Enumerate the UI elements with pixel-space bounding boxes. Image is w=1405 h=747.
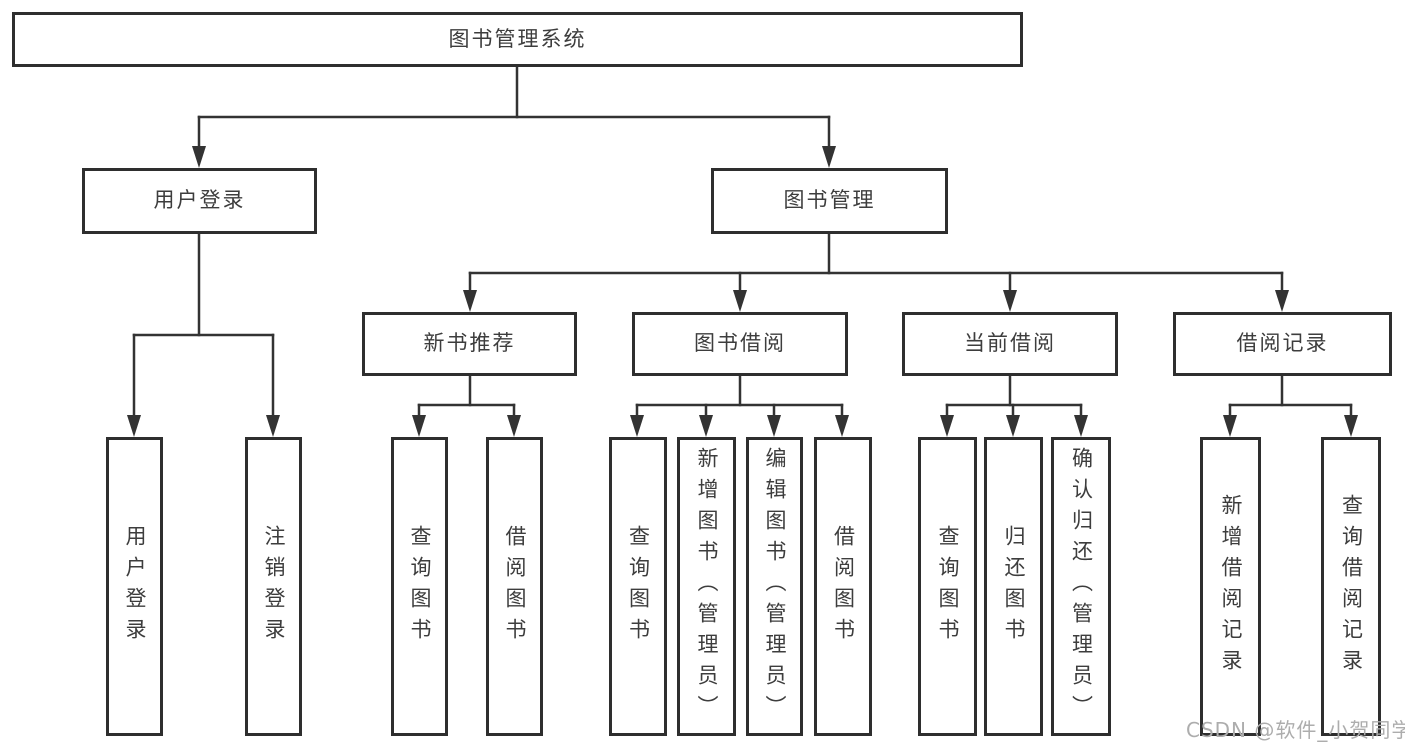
- leaf-borrow-query-books: 查询图书: [609, 437, 667, 736]
- leaf-confirm-return-admin-label: 确认归还（管理员）: [1069, 447, 1094, 726]
- node-user-login: 用户登录: [82, 168, 317, 234]
- leaf-newbook-query-books: 查询图书: [391, 437, 448, 736]
- leaf-return-books: 归还图书: [984, 437, 1043, 736]
- leaf-query-borrow-record-label: 查询借阅记录: [1339, 493, 1364, 680]
- node-borrow-record: 借阅记录: [1173, 312, 1392, 376]
- arrowhead-borrow-leaf1: [630, 415, 644, 437]
- node-user-login-label: 用户登录: [153, 188, 246, 213]
- arrowhead-login-leaf: [127, 415, 141, 437]
- arrowhead-borrow-leaf3: [767, 415, 781, 437]
- arrowhead-borrow: [733, 290, 747, 312]
- leaf-return-books-label: 归还图书: [1002, 524, 1026, 649]
- arrowhead-newbook-leaf2: [507, 415, 521, 437]
- arrowhead-record-leaf2: [1344, 415, 1358, 437]
- node-root-label: 图书管理系统: [448, 26, 587, 51]
- leaf-edit-books-admin: 编辑图书（管理员）: [746, 437, 803, 736]
- node-new-book-rec: 新书推荐: [362, 312, 577, 376]
- node-book-borrow: 图书借阅: [632, 312, 848, 376]
- node-current-borrow: 当前借阅: [902, 312, 1118, 376]
- arrowhead-borrow-leaf2: [699, 415, 713, 437]
- node-borrow-record-label: 借阅记录: [1236, 331, 1329, 356]
- arrowhead-current-leaf1: [940, 415, 954, 437]
- leaf-edit-books-admin-label: 编辑图书（管理员）: [763, 447, 787, 726]
- arrowhead-current-leaf3: [1074, 415, 1088, 437]
- leaf-logout-label: 注销登录: [262, 524, 286, 649]
- arrowhead-current: [1003, 290, 1017, 312]
- leaf-query-borrow-record: 查询借阅记录: [1321, 437, 1381, 736]
- arrowhead-newbook: [463, 290, 477, 312]
- leaf-newbook-borrow-books-label: 借阅图书: [503, 524, 527, 649]
- node-current-borrow-label: 当前借阅: [964, 331, 1056, 356]
- leaf-borrow-books: 借阅图书: [814, 437, 872, 736]
- leaf-borrow-query-books-label: 查询图书: [626, 524, 651, 649]
- leaf-logout: 注销登录: [245, 437, 302, 736]
- leaf-add-books-admin: 新增图书（管理员）: [677, 437, 736, 736]
- leaf-current-query-books: 查询图书: [918, 437, 977, 736]
- leaf-add-borrow-record-label: 新增借阅记录: [1219, 493, 1243, 680]
- node-book-mgmt: 图书管理: [711, 168, 948, 234]
- node-book-mgmt-label: 图书管理: [783, 188, 876, 213]
- arrowhead-logout-leaf: [266, 415, 280, 437]
- arrowhead-newbook-leaf1: [412, 415, 426, 437]
- leaf-borrow-books-label: 借阅图书: [831, 524, 856, 649]
- csdn-watermark: CSDN @软件_小贺同学: [1186, 718, 1405, 742]
- arrowhead-current-leaf2: [1006, 415, 1020, 437]
- leaf-user-login-label: 用户登录: [123, 524, 147, 649]
- leaf-add-books-admin-label: 新增图书（管理员）: [695, 447, 719, 726]
- leaf-newbook-borrow-books: 借阅图书: [486, 437, 543, 736]
- leaf-confirm-return-admin: 确认归还（管理员）: [1051, 437, 1111, 736]
- node-book-borrow-label: 图书借阅: [694, 331, 786, 356]
- node-root-system: 图书管理系统: [12, 12, 1023, 67]
- arrowhead-record: [1275, 290, 1289, 312]
- arrowhead-user-login: [192, 146, 206, 168]
- arrowhead-book-mgmt: [822, 146, 836, 168]
- leaf-newbook-query-books-label: 查询图书: [408, 524, 432, 649]
- leaf-add-borrow-record: 新增借阅记录: [1200, 437, 1261, 736]
- leaf-current-query-books-label: 查询图书: [936, 524, 960, 649]
- node-new-book-rec-label: 新书推荐: [423, 331, 516, 356]
- arrowhead-record-leaf1: [1223, 415, 1237, 437]
- arrowhead-borrow-leaf4: [835, 415, 849, 437]
- leaf-user-login: 用户登录: [106, 437, 163, 736]
